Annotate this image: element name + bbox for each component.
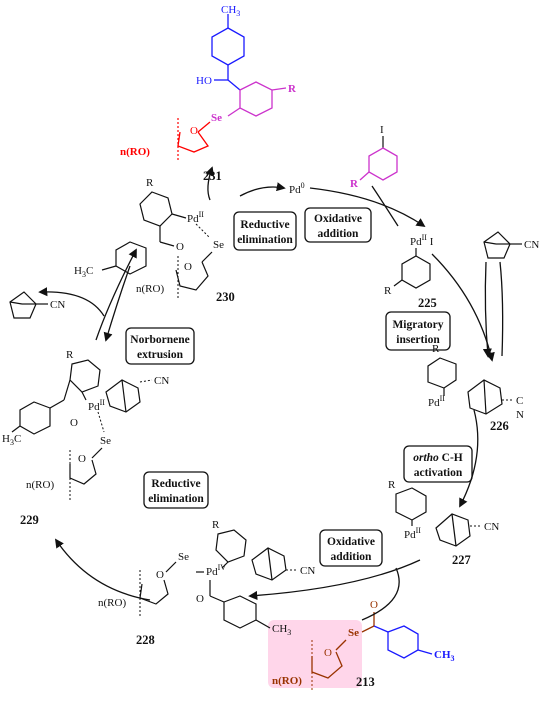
intermediate-226-structure: R PdII C N	[427, 343, 524, 421]
svg-text:Reductive: Reductive	[151, 478, 200, 490]
svg-text:O: O	[78, 453, 86, 465]
nro-label-231: n(RO)	[120, 146, 150, 158]
svg-text:Se: Se	[348, 627, 359, 639]
step-oxidative-addition-top: Oxidative addition	[304, 207, 372, 243]
svg-text:Se: Se	[213, 239, 224, 251]
svg-text:Norbornene: Norbornene	[130, 334, 189, 346]
svg-text:PdII: PdII	[187, 210, 204, 225]
svg-text:N: N	[516, 409, 524, 421]
reagent-213-structure: O Se CH3 O n(RO)	[268, 599, 455, 692]
svg-text:ortho C-H: ortho C-H	[413, 452, 463, 464]
hydroxy-label: HO	[196, 75, 212, 87]
svg-text:O: O	[196, 593, 204, 605]
svg-text:C: C	[516, 395, 523, 407]
svg-text:n(RO): n(RO)	[136, 283, 164, 295]
svg-text:O: O	[156, 569, 164, 581]
o-label-231: O	[190, 125, 198, 137]
svg-text:Se: Se	[100, 435, 111, 447]
r-label-231: R	[288, 83, 297, 95]
svg-text:n(RO): n(RO)	[26, 479, 54, 491]
svg-text:R: R	[66, 349, 74, 361]
svg-text:addition: addition	[318, 228, 360, 240]
svg-text:CN: CN	[50, 299, 65, 311]
intermediate-227-structure: R PdII CN	[388, 479, 499, 547]
step-reductive-elimination-left: Reductive elimination	[143, 471, 209, 509]
compound-231-label: 231	[203, 169, 222, 183]
step-ortho-ch-activation: ortho C-H activation	[403, 445, 473, 483]
svg-text:n(RO): n(RO)	[98, 597, 126, 609]
svg-text:PdII: PdII	[428, 394, 445, 409]
svg-text:PdIV: PdIV	[206, 563, 226, 578]
svg-text:CH3: CH3	[272, 623, 291, 637]
svg-text:CH3: CH3	[434, 649, 455, 663]
svg-text:R: R	[350, 178, 359, 190]
svg-text:Oxidative: Oxidative	[314, 213, 362, 225]
pd0-label: Pd0	[289, 181, 305, 196]
cycle-arrows	[38, 166, 504, 621]
svg-text:PdII: PdII	[404, 526, 421, 541]
svg-text:extrusion: extrusion	[137, 349, 184, 361]
se-label-231: Se	[211, 112, 222, 124]
aryl-iodide-structure: I R	[350, 124, 398, 190]
svg-text:O: O	[324, 647, 332, 659]
intermediate-228-structure: R PdIV Se CN O CH3 O n(RO)	[98, 519, 315, 637]
svg-text:PdII: PdII	[88, 398, 105, 413]
svg-text:elimination: elimination	[237, 234, 293, 246]
svg-text:elimination: elimination	[148, 493, 204, 505]
compound-226-label: 226	[490, 419, 509, 433]
svg-text:n(RO): n(RO)	[272, 675, 302, 687]
svg-text:O: O	[176, 241, 184, 253]
compound-230-label: 230	[216, 290, 235, 304]
svg-text:I: I	[380, 124, 384, 136]
svg-text:insertion: insertion	[396, 334, 440, 346]
svg-text:R: R	[212, 519, 220, 531]
norbornene-cn-right: CN	[483, 231, 539, 259]
svg-text:H3C: H3C	[74, 265, 93, 279]
svg-text:Se: Se	[178, 551, 189, 563]
svg-text:R: R	[146, 177, 154, 189]
intermediate-229-structure: R PdII CN O H3C Se O n(RO)	[2, 349, 169, 500]
svg-text:Migratory: Migratory	[392, 319, 443, 331]
svg-text:PdII I: PdII I	[410, 233, 434, 248]
svg-text:CN: CN	[300, 565, 315, 577]
compound-228-label: 228	[136, 633, 155, 647]
norbornene-cn-left: CN	[9, 291, 65, 319]
ch3-label-231: CH3	[221, 4, 240, 18]
svg-text:CN: CN	[524, 239, 539, 251]
compound-229-label: 229	[20, 513, 39, 527]
svg-text:Reductive: Reductive	[240, 219, 289, 231]
svg-text:R: R	[384, 285, 392, 297]
svg-text:activation: activation	[414, 467, 463, 479]
svg-text:H3C: H3C	[2, 433, 21, 447]
intermediate-230-structure: R PdII O H3C Se O n(RO)	[74, 177, 224, 300]
product-231-structure: CH3 HO R Se O n(RO)	[120, 4, 297, 160]
compound-213-label: 213	[356, 675, 375, 689]
svg-text:R: R	[432, 343, 440, 355]
svg-text:Oxidative: Oxidative	[327, 536, 375, 548]
svg-text:R: R	[388, 479, 396, 491]
compound-225-label: 225	[418, 296, 437, 310]
svg-text:O: O	[70, 417, 78, 429]
step-oxidative-addition-bottom: Oxidative addition	[319, 529, 383, 567]
intermediate-225-structure: PdII I R	[384, 233, 434, 297]
step-migratory-insertion: Migratory insertion	[385, 311, 451, 351]
step-norbornene-extrusion: Norbornene extrusion	[125, 327, 195, 365]
svg-text:O: O	[370, 599, 378, 611]
svg-text:CN: CN	[484, 521, 499, 533]
compound-227-label: 227	[452, 553, 471, 567]
svg-text:addition: addition	[331, 551, 373, 563]
step-reductive-elimination-top: Reductive elimination	[233, 211, 297, 251]
svg-text:O: O	[184, 261, 192, 273]
svg-text:CN: CN	[154, 375, 169, 387]
